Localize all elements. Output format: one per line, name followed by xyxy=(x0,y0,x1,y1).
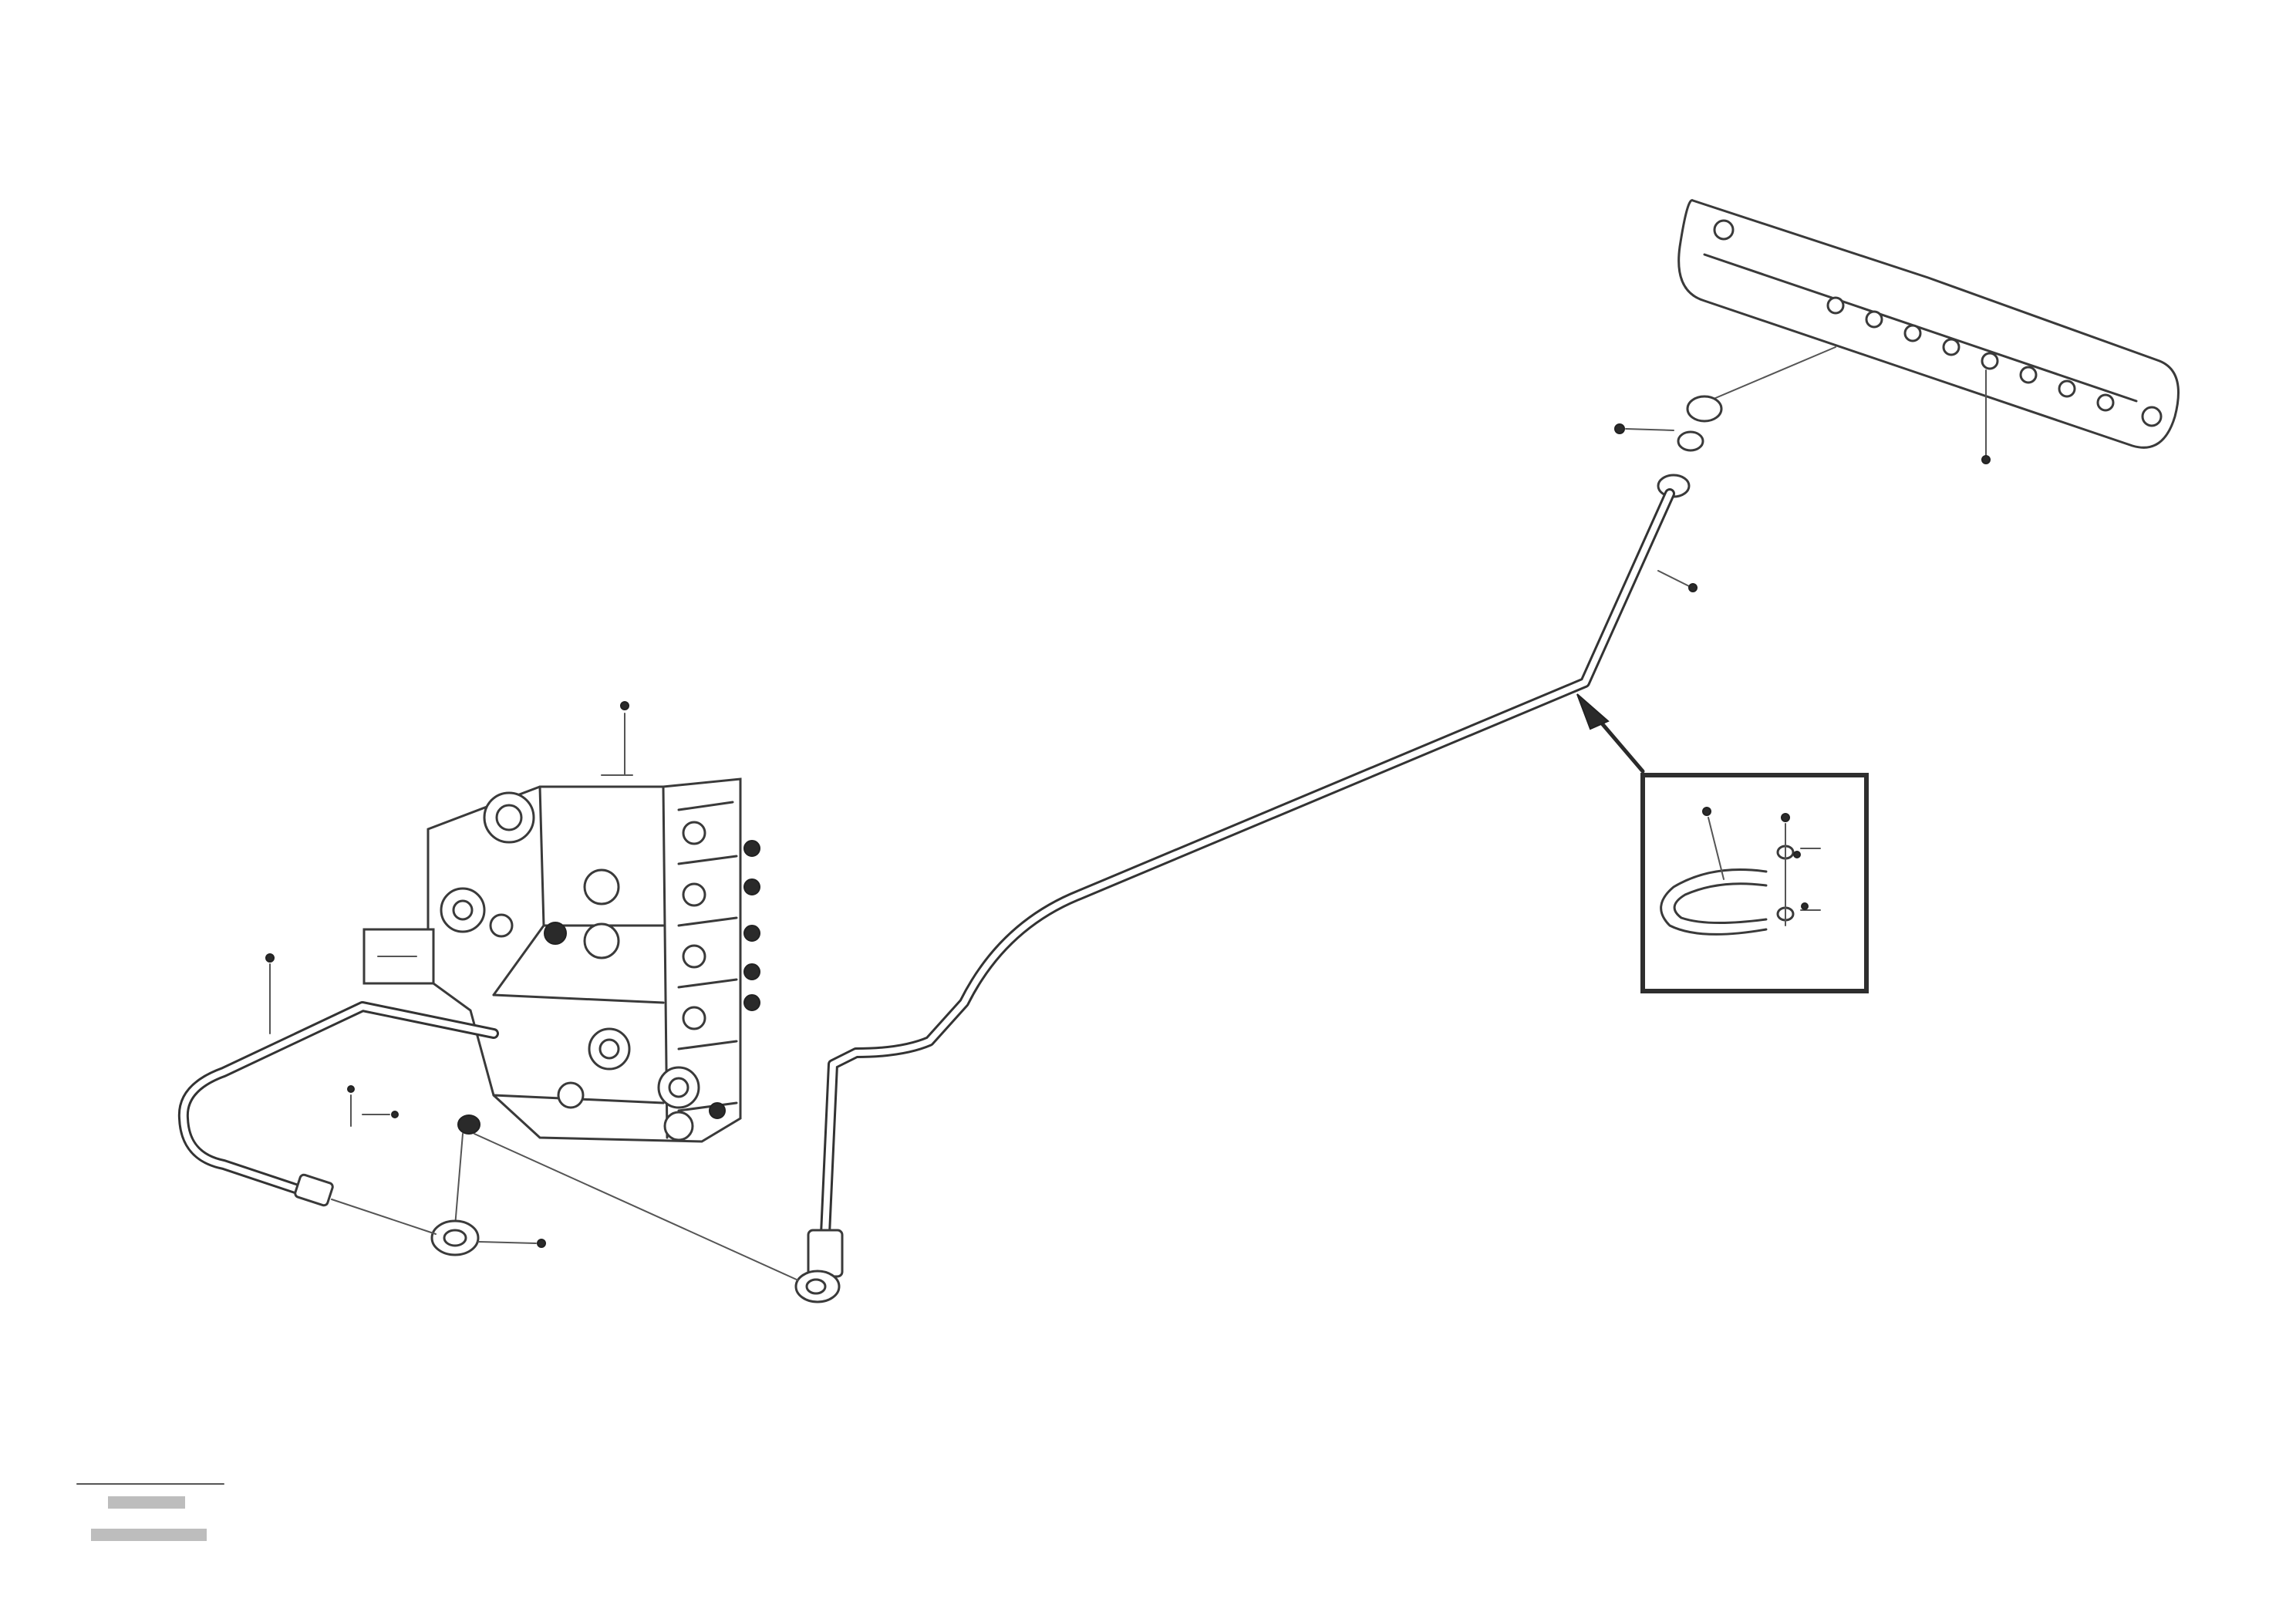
hydraulic-tube xyxy=(820,488,1698,1239)
upper-fitting xyxy=(1614,395,1723,498)
valve-side-bolts xyxy=(709,840,760,1119)
reference-number-mark xyxy=(91,1529,207,1541)
lower-fitting xyxy=(794,1229,844,1303)
detail-clamp xyxy=(1660,807,1821,936)
return-tube xyxy=(177,953,499,1207)
leader-line-fitting xyxy=(1708,346,1836,402)
block-port-row xyxy=(1826,296,2115,412)
tee-fitting xyxy=(331,1114,799,1281)
detail-callout xyxy=(1576,693,1869,993)
valve-ports xyxy=(440,791,706,1141)
control-valve xyxy=(362,701,760,1143)
reference-code-mark xyxy=(108,1496,185,1509)
reference-block xyxy=(76,1483,224,1541)
tube-clamp xyxy=(347,1085,399,1127)
distribution-block xyxy=(1677,199,2180,464)
